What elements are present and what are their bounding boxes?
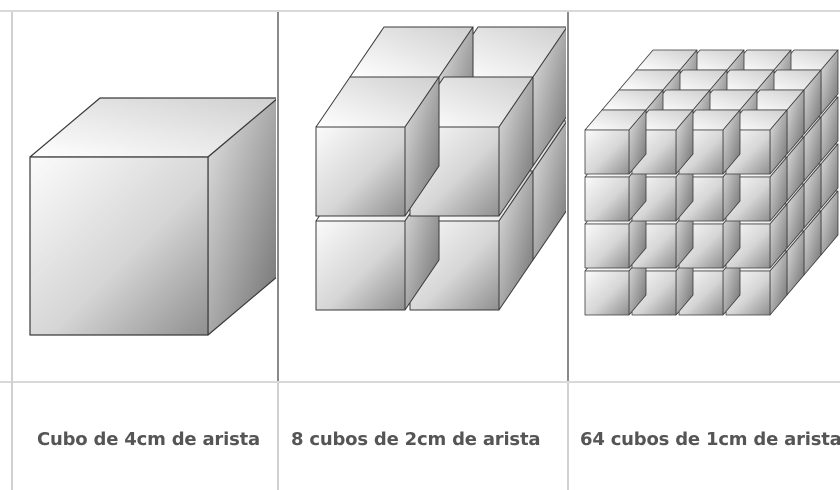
sixty-four-cubes-drawing: [584, 49, 839, 316]
label-eight-cubes: 8 cubos de 2cm de arista: [291, 429, 541, 450]
column-separator-2-image: [567, 12, 569, 381]
large-cube-drawing: [29, 97, 276, 336]
sixty-four-cubes-figure: [570, 13, 840, 380]
label-single-cube: Cubo de 4cm de arista: [37, 429, 260, 450]
cube-front-face: [29, 156, 209, 336]
cube: [409, 76, 534, 217]
eight-cubes-figure: [280, 13, 566, 380]
column-separator-1-label: [277, 383, 279, 490]
label-sixty-four-cubes: 64 cubos de 1cm de arista: [580, 429, 840, 450]
table-left-border: [11, 12, 13, 490]
table-row-divider: [0, 381, 840, 383]
cube: [725, 109, 788, 175]
single-cube-figure: [14, 13, 276, 380]
cube-front-face: [315, 126, 406, 217]
table-top-border: [0, 10, 840, 12]
cube: [631, 109, 694, 175]
cube-front-face: [584, 129, 630, 175]
cube-front-face: [584, 176, 630, 222]
column-separator-1-image: [277, 12, 279, 381]
cube-front-face: [584, 223, 630, 269]
cube: [584, 109, 647, 175]
cube-front-face: [315, 220, 406, 311]
cube: [315, 76, 440, 217]
cube: [29, 97, 276, 336]
cube-front-face: [584, 270, 630, 316]
column-separator-2-label: [567, 383, 569, 490]
eight-cubes-drawing: [315, 26, 566, 311]
